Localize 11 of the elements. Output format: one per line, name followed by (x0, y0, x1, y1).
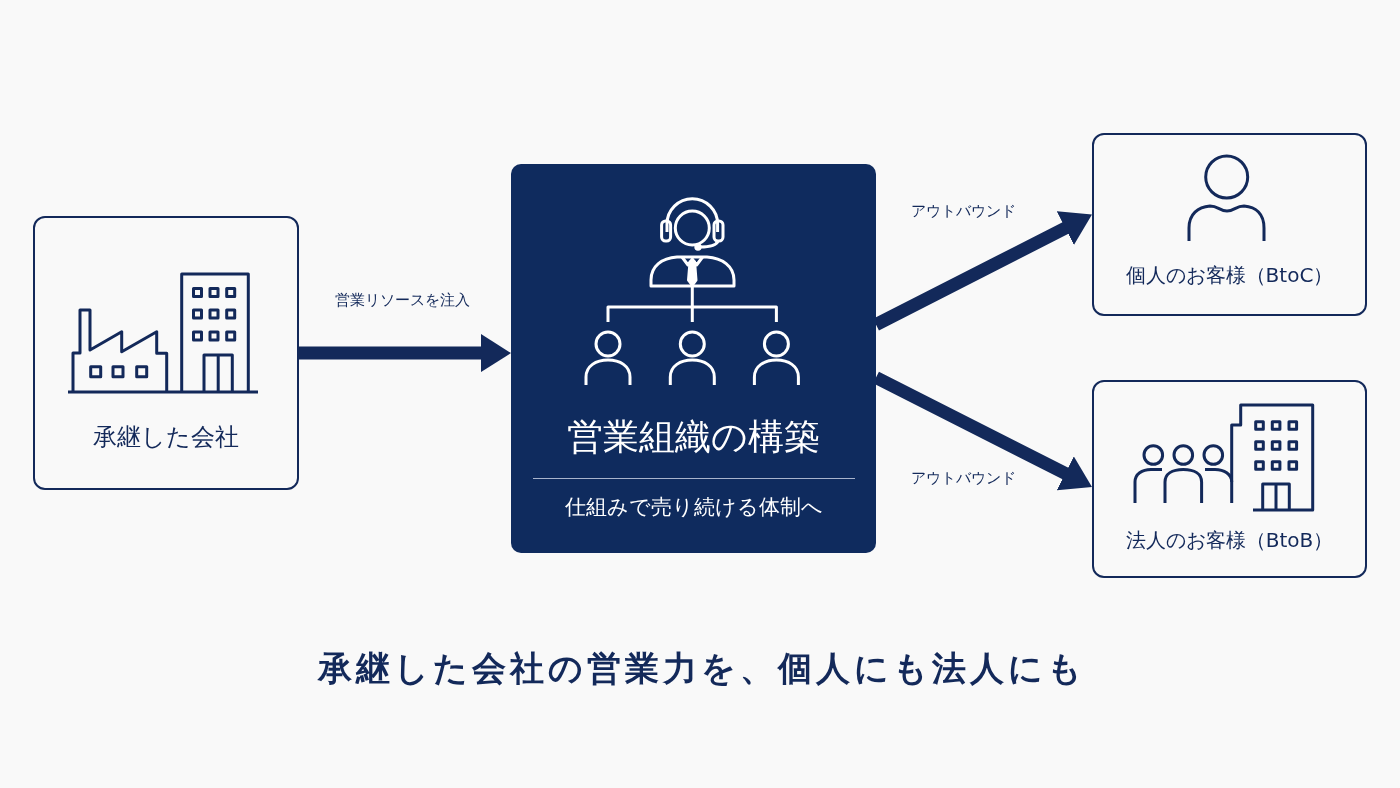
organization-panel (511, 164, 876, 553)
box-label: 法人のお客様（BtoB） (1125, 528, 1334, 552)
customer-box (1092, 380, 1367, 578)
company-box (33, 216, 299, 490)
caption-text: 承継した会社の営業力を、個人にも法人にも (316, 647, 1086, 689)
customer-box (1092, 133, 1367, 316)
panel-subtitle: 仕組みで売り続ける体制へ (564, 495, 823, 521)
panel-heading: 営業組織の構築 (567, 415, 820, 459)
box-label: 承継した会社 (93, 423, 239, 452)
box-label: 個人のお客様（BtoC） (1125, 263, 1334, 287)
arrow (299, 334, 511, 373)
